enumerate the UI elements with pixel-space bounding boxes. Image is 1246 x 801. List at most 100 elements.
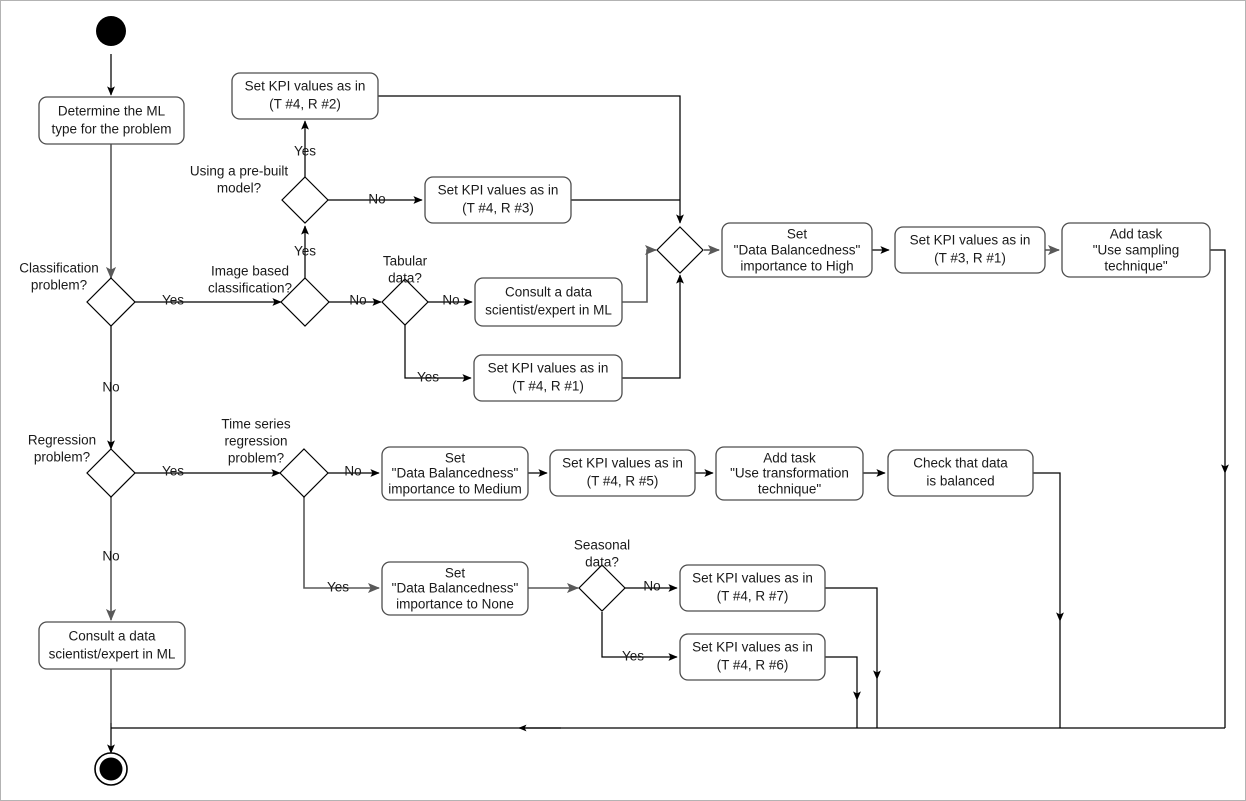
svg-text:Set: Set <box>787 227 808 242</box>
svg-text:"Data Balancedness": "Data Balancedness" <box>734 243 861 258</box>
svg-text:Set KPI values as in: Set KPI values as in <box>438 183 559 198</box>
node-set-balancedness-none[interactable]: Set "Data Balancedness" importance to No… <box>381 561 529 616</box>
svg-text:Seasonal: Seasonal <box>574 538 630 553</box>
svg-text:technique": technique" <box>758 482 822 497</box>
label-timeseries-no: No <box>344 464 361 479</box>
label-seasonal-no: No <box>643 579 660 594</box>
svg-text:"Data Balancedness": "Data Balancedness" <box>392 581 519 596</box>
svg-text:"Use sampling: "Use sampling <box>1093 243 1180 258</box>
svg-text:(T #4, R #5): (T #4, R #5) <box>587 474 659 489</box>
label-timeseries-yes: Yes <box>327 580 349 595</box>
svg-text:"Data Balancedness": "Data Balancedness" <box>392 466 519 481</box>
node-kpi-t4-r7[interactable]: Set KPI values as in (T #4, R #7) <box>679 564 826 612</box>
svg-text:Image based: Image based <box>211 264 289 279</box>
svg-text:regression: regression <box>224 434 287 449</box>
end-node <box>94 752 128 786</box>
node-kpi-t4-r2[interactable]: Set KPI values as in (T #4, R #2) <box>231 72 379 120</box>
label-imagebased-no: No <box>349 293 366 308</box>
svg-text:Add task: Add task <box>1110 227 1163 242</box>
node-kpi-t4-r5[interactable]: Set KPI values as in (T #4, R #5) <box>549 449 696 497</box>
svg-text:Set KPI values as in: Set KPI values as in <box>488 361 609 376</box>
svg-text:(T #4, R #6): (T #4, R #6) <box>717 658 789 673</box>
svg-text:type for the problem: type for the problem <box>51 122 171 137</box>
merge-node[interactable] <box>656 226 704 274</box>
node-kpi-t3-r1[interactable]: Set KPI values as in (T #3, R #1) <box>894 226 1046 274</box>
label-tabular-no: No <box>442 293 459 308</box>
svg-text:Check that data: Check that data <box>913 456 1008 471</box>
svg-text:Set KPI values as in: Set KPI values as in <box>245 79 366 94</box>
svg-text:model?: model? <box>217 181 261 196</box>
edge-kpi-t4r6-down-1 <box>824 656 861 701</box>
svg-text:Tabular: Tabular <box>383 254 428 269</box>
edge-timeseries-yes <box>303 497 380 594</box>
decision-prebuilt-model[interactable]: Using a pre-built model? <box>190 164 329 224</box>
svg-text:technique": technique" <box>1104 259 1168 274</box>
svg-text:Set KPI values as in: Set KPI values as in <box>562 456 683 471</box>
svg-text:Add task: Add task <box>763 451 816 466</box>
node-set-balancedness-high[interactable]: Set "Data Balancedness" importance to Hi… <box>721 222 873 278</box>
decision-regression-problem[interactable]: Regression problem? <box>28 433 136 498</box>
svg-text:Using a pre-built: Using a pre-built <box>190 164 289 179</box>
node-add-task-transformation[interactable]: Add task "Use transformation technique" <box>715 446 864 501</box>
node-kpi-t4-r3[interactable]: Set KPI values as in (T #4, R #3) <box>424 176 572 224</box>
label-tabular-yes: Yes <box>417 370 439 385</box>
svg-text:problem?: problem? <box>34 450 90 465</box>
svg-text:(T #4, R #3): (T #4, R #3) <box>462 201 534 216</box>
edge-kpi-t4r1-to-merge <box>622 274 684 379</box>
node-check-data-balanced[interactable]: Check that data is balanced <box>887 449 1034 497</box>
node-kpi-t4-r1[interactable]: Set KPI values as in (T #4, R #1) <box>473 354 623 402</box>
svg-text:(T #4, R #1): (T #4, R #1) <box>512 379 584 394</box>
node-consult-expert-bottom[interactable]: Consult a data scientist/expert in ML <box>38 621 186 670</box>
edge-kpi-t4r2-to-merge <box>378 95 684 224</box>
svg-text:Set: Set <box>445 566 466 581</box>
label-prebuilt-yes: Yes <box>294 144 316 159</box>
svg-text:problem?: problem? <box>31 278 87 293</box>
svg-text:scientist/expert in ML: scientist/expert in ML <box>49 647 176 662</box>
decision-tabular-data[interactable]: Tabular data? <box>381 254 429 326</box>
node-set-balancedness-medium[interactable]: Set "Data Balancedness" importance to Me… <box>381 446 529 501</box>
decision-seasonal-data[interactable]: Seasonal data? <box>574 538 630 612</box>
svg-text:Consult a data: Consult a data <box>68 629 156 644</box>
decision-classification-problem[interactable]: Classification problem? <box>19 261 136 327</box>
svg-text:Set KPI values as in: Set KPI values as in <box>910 233 1031 248</box>
svg-text:(T #4, R #7): (T #4, R #7) <box>717 589 789 604</box>
svg-text:data?: data? <box>585 555 619 570</box>
label-classification-no: No <box>102 380 119 395</box>
svg-text:importance to None: importance to None <box>396 597 514 612</box>
svg-text:Set KPI values as in: Set KPI values as in <box>692 640 813 655</box>
svg-text:Classification: Classification <box>19 261 99 276</box>
svg-text:problem?: problem? <box>228 451 284 466</box>
label-classification-yes: Yes <box>162 293 184 308</box>
edge-check-down-1 <box>1033 472 1064 622</box>
svg-text:Determine the ML: Determine the ML <box>58 104 166 119</box>
label-regression-yes: Yes <box>162 464 184 479</box>
svg-text:(T #3, R #1): (T #3, R #1) <box>934 251 1006 266</box>
edge-kpi-t4r7-down-1 <box>824 587 881 680</box>
svg-text:classification?: classification? <box>208 281 292 296</box>
svg-text:is balanced: is balanced <box>926 474 994 489</box>
edge-seasonal-yes <box>601 612 678 661</box>
edge-sampling-down-1 <box>1210 249 1229 474</box>
edge-tabular-yes <box>404 325 472 382</box>
node-consult-expert-top[interactable]: Consult a data scientist/expert in ML <box>474 277 623 327</box>
svg-text:Set KPI values as in: Set KPI values as in <box>692 571 813 586</box>
node-kpi-t4-r6[interactable]: Set KPI values as in (T #4, R #6) <box>679 633 826 681</box>
svg-text:importance to High: importance to High <box>740 259 853 274</box>
node-add-task-sampling[interactable]: Add task "Use sampling technique" <box>1061 222 1211 278</box>
decision-time-series-regression[interactable]: Time series regression problem? <box>221 417 329 498</box>
svg-text:"Use transformation: "Use transformation <box>730 466 849 481</box>
label-seasonal-yes: Yes <box>622 649 644 664</box>
label-regression-no: No <box>102 549 119 564</box>
label-imagebased-yes: Yes <box>294 244 316 259</box>
svg-text:(T #4, R #2): (T #4, R #2) <box>269 97 341 112</box>
svg-text:Regression: Regression <box>28 433 96 448</box>
decision-image-based-classification[interactable]: Image based classification? <box>208 264 330 327</box>
start-node <box>96 16 126 46</box>
edge-consult-top-to-merge <box>622 244 657 303</box>
node-determine-ml-type[interactable]: Determine the ML type for the problem <box>38 96 185 145</box>
svg-text:scientist/expert in ML: scientist/expert in ML <box>485 303 612 318</box>
svg-text:importance to Medium: importance to Medium <box>388 482 522 497</box>
svg-text:data?: data? <box>388 271 422 286</box>
